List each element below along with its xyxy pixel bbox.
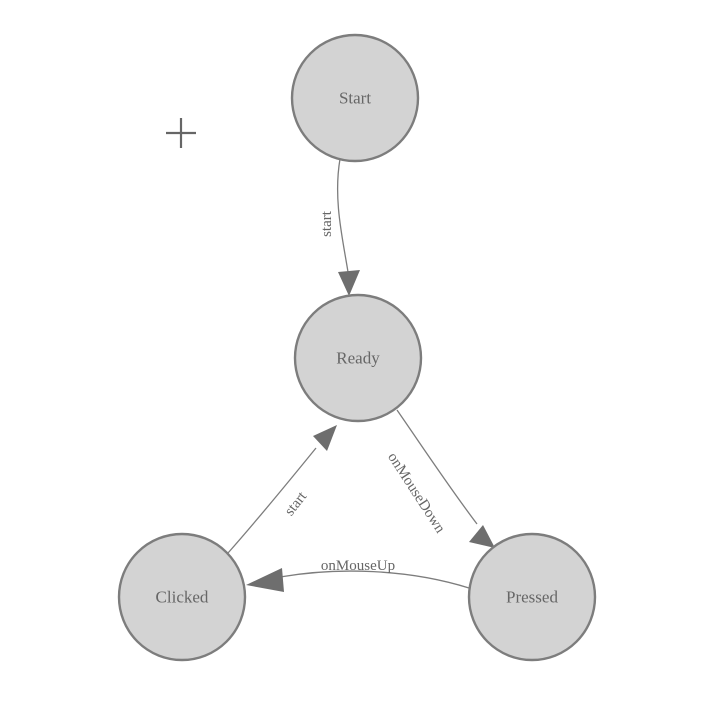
edge-ready-to-pressed-path: [396, 409, 478, 525]
edge-ready-to-pressed-label: onMouseDown: [384, 450, 448, 537]
node-clicked-circle: [117, 532, 247, 662]
edge-clicked-to-ready-label: start: [282, 488, 311, 519]
node-pressed[interactable]: Pressed: [467, 532, 597, 662]
node-ready[interactable]: Ready: [293, 293, 423, 423]
edge-clicked-to-ready-path: [227, 447, 317, 554]
edge-ready-to-pressed[interactable]: onMouseDown: [384, 409, 495, 548]
node-start[interactable]: Start: [290, 33, 420, 163]
edge-clicked-to-ready[interactable]: start: [227, 425, 337, 554]
edge-start-to-ready-path: [336, 158, 349, 273]
edge-pressed-to-clicked[interactable]: onMouseUp: [246, 558, 470, 592]
edge-start-to-ready-label: start: [319, 210, 335, 237]
plus-marker-icon: [166, 118, 196, 148]
edge-ready-to-pressed-arrowhead: [469, 525, 495, 548]
edge-pressed-to-clicked-path: [279, 570, 470, 589]
node-ready-circle: [293, 293, 423, 423]
edge-pressed-to-clicked-arrowhead: [246, 568, 284, 592]
node-clicked[interactable]: Clicked: [117, 532, 247, 662]
node-pressed-circle: [467, 532, 597, 662]
edge-start-to-ready[interactable]: start: [319, 158, 360, 296]
edge-start-to-ready-arrowhead: [338, 270, 360, 296]
edge-clicked-to-ready-arrowhead: [313, 425, 337, 451]
node-start-circle: [290, 33, 420, 163]
